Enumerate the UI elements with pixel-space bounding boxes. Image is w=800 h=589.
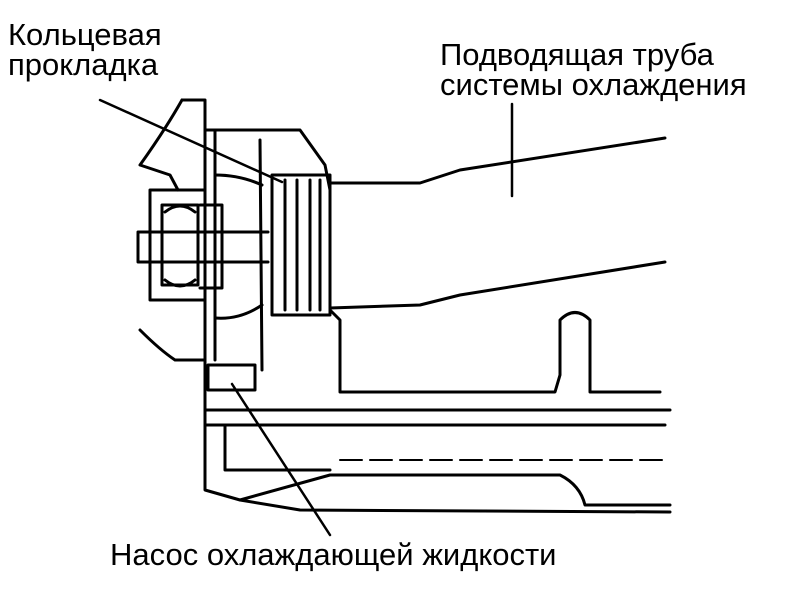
gasket-flange-outer: [270, 173, 332, 317]
block-left-wall: [203, 408, 672, 507]
pump-housing-outline: [180, 98, 662, 394]
impeller-hub: [198, 203, 224, 290]
pump-body-wall: [203, 128, 264, 412]
leader-ring-gasket: [98, 98, 284, 184]
bearing-inner: [160, 203, 200, 287]
housing-left-bracket: [138, 98, 207, 402]
impeller-lower: [213, 303, 264, 320]
pump-shaft: [136, 230, 270, 264]
block-inner-step: [223, 423, 332, 472]
label-coolant-pump: Насос охлаждающей жидкости: [110, 537, 557, 572]
label-inlet-pipe: Подводящая труба системы охлаждения: [440, 37, 747, 102]
bearing-seal-bottom: [163, 278, 197, 288]
inlet-pipe-lower-wall: [328, 260, 667, 310]
block-bottom: [238, 498, 672, 514]
impeller-upper: [213, 173, 264, 187]
bearing-seal-top: [163, 204, 197, 214]
gasket-flange-ribs: [283, 178, 322, 312]
pump-lower-block: [206, 363, 257, 392]
leader-coolant-pump: [230, 382, 332, 537]
inlet-pipe-upper-wall: [328, 136, 667, 185]
label-ring-gasket: Кольцевая прокладка: [8, 17, 162, 82]
